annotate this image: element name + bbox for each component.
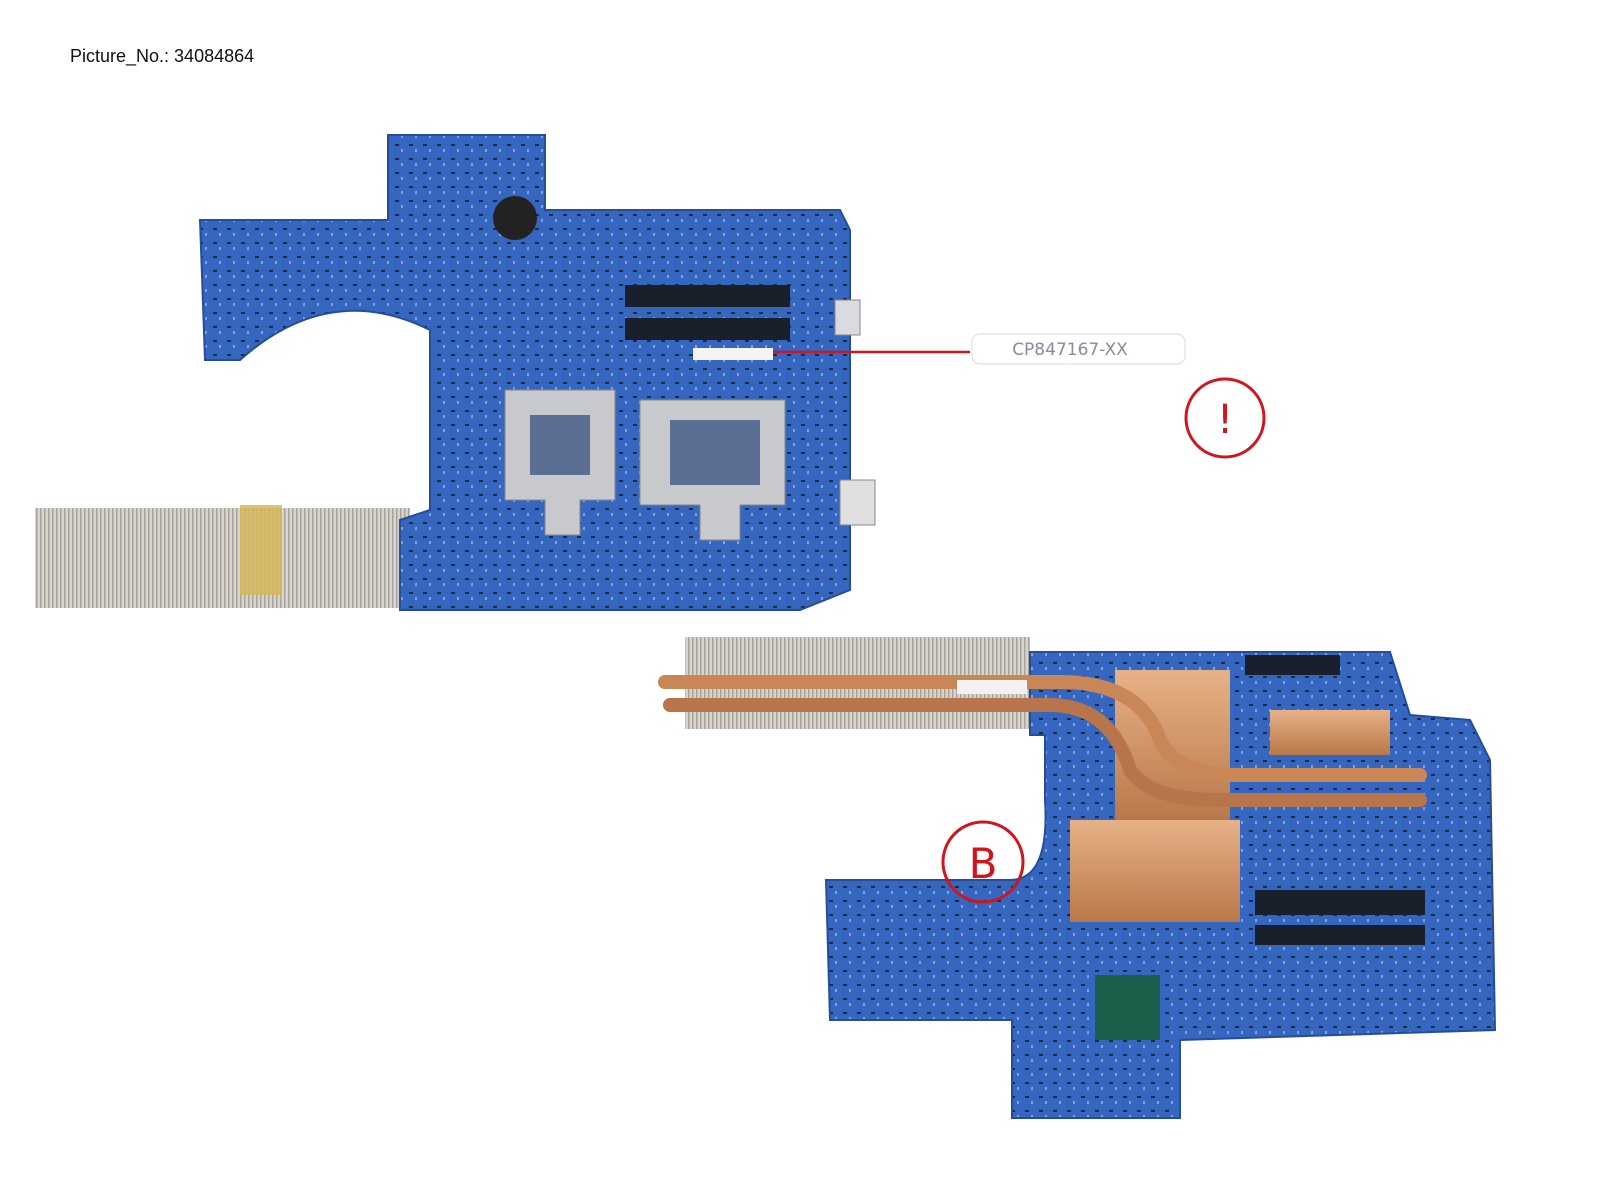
heat-pipe-1 [658, 675, 1427, 782]
copper-vrm-plate [1270, 710, 1390, 755]
copper-gpu-plate [1070, 820, 1240, 922]
barcode-sticker [957, 680, 1027, 694]
warning-icon [1184, 377, 1266, 459]
usb-port [834, 299, 861, 336]
ram-slot-2 [625, 318, 790, 340]
ram-slot-4 [1255, 925, 1425, 945]
cpu-die-area [530, 415, 590, 475]
hdmi-port [839, 479, 876, 526]
warning-symbol: ! [1217, 397, 1233, 443]
picture-number-caption: Picture_No.: 34084864 [70, 46, 255, 66]
board-sticker [693, 348, 773, 360]
ram-slot-1 [625, 285, 790, 307]
part-label-box [971, 333, 1186, 365]
ram-slot-3 [1255, 890, 1425, 915]
view-marker-label: B [969, 839, 998, 888]
top-motherboard [35, 134, 876, 611]
chipset [1095, 975, 1160, 1040]
view-marker-b [941, 820, 1025, 904]
cmos-battery [493, 196, 537, 240]
heatsink-tape [240, 505, 282, 595]
gpu-die-area [670, 420, 760, 485]
connector-bottom [1245, 655, 1340, 675]
part-label: CP847167-XX [1012, 340, 1128, 360]
top-heatsink-fins [35, 508, 410, 608]
bottom-motherboard [658, 637, 1497, 1119]
heat-pipe-2 [663, 698, 1427, 807]
